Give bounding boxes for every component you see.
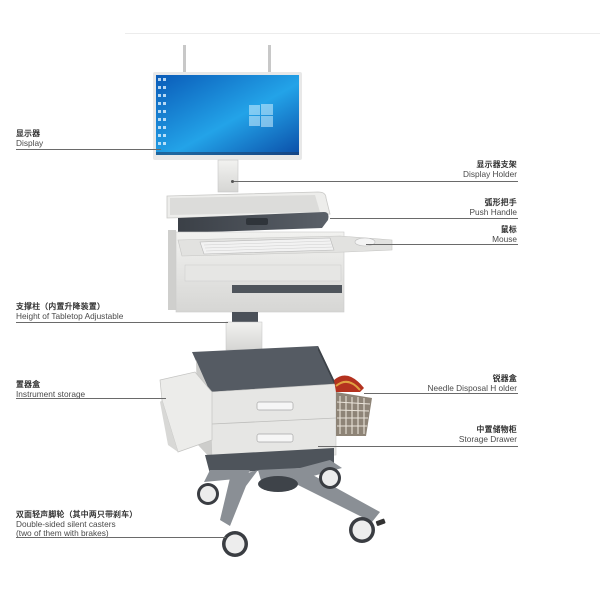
callout-casters-en2: (two of them with brakes) [16,528,109,538]
top-divider [125,33,600,34]
callout-display-holder-en: Display Holder [463,168,517,179]
callout-display-en: Display [16,137,44,148]
callout-instrument-storage-zh: 置器盒 [16,380,41,389]
leader-line-mouse [366,244,518,245]
callout-height-adjustable-zh: 支撑柱（内置升降装置） [16,302,106,311]
callout-push-handle: 弧形把手 Push Handle [469,198,517,217]
callout-height-adjustable: 支撑柱（内置升降装置） Height of Tabletop Adjustabl… [16,302,123,321]
callout-casters: 双面轻声脚轮（其中两只带刹车） Double-sided silent cast… [16,510,137,539]
monitor [153,72,302,160]
callout-needle-disposal-en: Needle Disposal H older [427,382,517,393]
callout-display-holder-zh: 显示器支架 [476,160,517,169]
callout-height-adjustable-en: Height of Tabletop Adjustable [16,310,124,321]
callout-instrument-storage-en: Instrument storage [16,388,86,399]
callout-storage-drawer-zh: 中置储物柜 [476,425,517,434]
caster-wheels [197,467,386,557]
leader-line-display-holder [232,181,518,182]
leader-line-push-handle [330,218,518,219]
antenna-icon [183,45,271,75]
callout-instrument-storage: 置器盒 Instrument storage [16,380,85,399]
callout-casters-en: Double-sided silent casters [16,518,116,529]
leader-line-height-adjustable [16,322,228,323]
callout-needle-disposal: 锐器盒 Needle Disposal H older [428,374,517,393]
callout-push-handle-en: Push Handle [469,206,517,217]
callout-display: 显示器 Display [16,129,43,148]
callout-storage-drawer: 中置储物柜 Storage Drawer [459,425,517,444]
leader-line-display [16,149,161,150]
callout-needle-disposal-zh: 锐器盒 [492,374,517,383]
callout-display-zh: 显示器 [16,129,41,138]
leader-line-casters [16,537,226,538]
leader-line-needle-disposal [364,393,518,394]
callout-mouse-en: Mouse [492,233,517,244]
leader-dot [231,180,234,183]
leader-line-storage-drawer [318,446,518,447]
callout-mouse: 鼠标 Mouse [492,225,517,244]
callout-storage-drawer-en: Storage Drawer [458,433,517,444]
callout-mouse-zh: 鼠标 [500,225,517,234]
callout-push-handle-zh: 弧形把手 [484,198,517,207]
leader-line-instrument-storage [16,398,166,399]
callout-display-holder: 显示器支架 Display Holder [463,160,517,179]
callout-casters-zh: 双面轻声脚轮（其中两只带刹车） [16,510,138,519]
